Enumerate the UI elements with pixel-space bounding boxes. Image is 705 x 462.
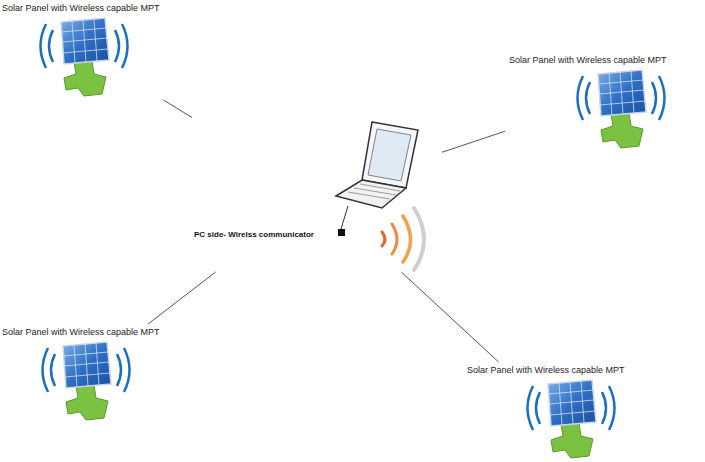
- solar-panel-icon: [41, 18, 128, 96]
- connector-line: [163, 100, 192, 117]
- node-label: Solar Panel with Wireless capable MPT: [467, 365, 625, 375]
- pc-node: PC side- Wirelss communicator: [192, 116, 442, 272]
- wireless-signal-icon: [382, 208, 424, 270]
- node-label: Solar Panel with Wireless capable MPT: [2, 3, 160, 13]
- solar-panel-icon: [528, 380, 615, 458]
- solar-panel-node: Solar Panel with Wireless capable MPT: [0, 0, 164, 100]
- node-label: Solar Panel with Wireless capable MPT: [2, 327, 160, 337]
- solar-panel-icon: [43, 342, 130, 420]
- connector-line: [401, 272, 498, 362]
- solar-panel-node: Solar Panel with Wireless capable MPT: [463, 362, 638, 458]
- connector-line: [442, 131, 505, 152]
- solar-panel-node: Solar Panel with Wireless capable MPT: [505, 52, 680, 152]
- node-label: PC side- Wirelss communicator: [194, 230, 314, 239]
- node-label: Solar Panel with Wireless capable MPT: [509, 55, 667, 65]
- solar-panel-node: Solar Panel with Wireless capable MPT: [0, 324, 164, 426]
- solar-panel-icon: [578, 70, 665, 148]
- connector-line: [148, 272, 216, 324]
